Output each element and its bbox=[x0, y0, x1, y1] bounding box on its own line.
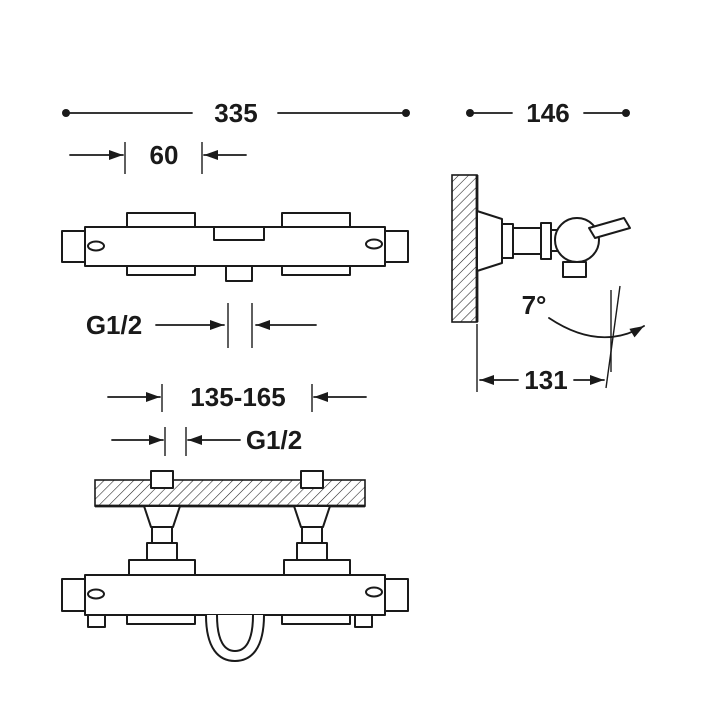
dim-inlet-thread: G1/2 bbox=[111, 425, 302, 456]
connection-block-left bbox=[128, 559, 196, 576]
dim-label-inlet-spacing: 135-165 bbox=[190, 382, 285, 412]
bottom-cover-left bbox=[126, 265, 196, 276]
dim-offset: 60 bbox=[69, 140, 247, 174]
body-cylinder bbox=[512, 227, 542, 255]
spout-curve-inner bbox=[216, 614, 254, 652]
dim-endpoint-dot bbox=[402, 109, 410, 117]
bottom-cover-right bbox=[281, 614, 351, 625]
dim-overall-width: 335 bbox=[62, 98, 410, 128]
escutcheon-right bbox=[293, 505, 331, 528]
connection-block-right bbox=[283, 559, 351, 576]
end-foot-right bbox=[354, 614, 373, 628]
indicator-slot-right bbox=[365, 238, 383, 250]
s-union-left bbox=[151, 526, 173, 544]
handle-cap-left bbox=[61, 230, 86, 263]
dim-label-projection: 131 bbox=[524, 365, 567, 395]
handle-lever-side bbox=[588, 217, 631, 239]
wall-section-hatch-side bbox=[451, 174, 478, 323]
dim-depth: 146 bbox=[466, 98, 630, 128]
bottom-cover-right bbox=[281, 265, 351, 276]
dim-label-offset: 60 bbox=[150, 140, 179, 170]
body-ring-1 bbox=[501, 223, 514, 259]
indicator-slot-left bbox=[87, 240, 105, 252]
dim-label-angle: 7° bbox=[522, 290, 547, 320]
dim-label-outlet-thread: G1/2 bbox=[86, 310, 142, 340]
outlet-stub bbox=[225, 265, 253, 282]
escutcheon-left bbox=[143, 505, 181, 528]
faucet-body-installed bbox=[84, 574, 386, 616]
indicator-slot-right bbox=[365, 586, 383, 598]
handle-cap-right bbox=[384, 230, 409, 263]
handle-cap-left bbox=[61, 578, 86, 612]
front-view bbox=[61, 212, 409, 282]
bottom-cover-left bbox=[126, 614, 196, 625]
pipe-stub-left bbox=[150, 470, 174, 489]
indicator-slot-left bbox=[87, 588, 105, 600]
dim-projection: 131 bbox=[476, 324, 605, 395]
union-nut-left bbox=[146, 542, 178, 561]
angle-annotation: 7° bbox=[522, 285, 645, 389]
dim-endpoint-dot bbox=[62, 109, 70, 117]
end-foot-left bbox=[87, 614, 106, 628]
center-recess bbox=[213, 226, 265, 241]
dim-inlet-spacing: 135-165 bbox=[107, 382, 367, 412]
body-ring-2 bbox=[540, 222, 552, 260]
union-nut-right bbox=[296, 542, 328, 561]
angle-arc-arrow bbox=[548, 317, 645, 339]
dim-label-depth: 146 bbox=[526, 98, 569, 128]
pipe-stub-right bbox=[300, 470, 324, 489]
wall-flange bbox=[476, 210, 503, 272]
dim-endpoint-dot bbox=[622, 109, 630, 117]
s-union-right bbox=[301, 526, 323, 544]
mounting-block-right bbox=[281, 212, 351, 228]
side-view bbox=[451, 174, 631, 323]
spout-curve-outer bbox=[205, 614, 265, 663]
installed-front-view bbox=[61, 470, 409, 663]
dim-endpoint-dot bbox=[466, 109, 474, 117]
handle-cap-right bbox=[384, 578, 409, 612]
dim-label-inlet-thread: G1/2 bbox=[246, 425, 302, 455]
handle-knob-side bbox=[554, 217, 600, 263]
dim-outlet-thread: G1/2 bbox=[86, 303, 317, 348]
outlet-elbow-side bbox=[562, 261, 587, 278]
wall-section-hatch bbox=[94, 479, 366, 507]
mounting-block-left bbox=[126, 212, 196, 228]
dim-label-overall-width: 335 bbox=[214, 98, 257, 128]
